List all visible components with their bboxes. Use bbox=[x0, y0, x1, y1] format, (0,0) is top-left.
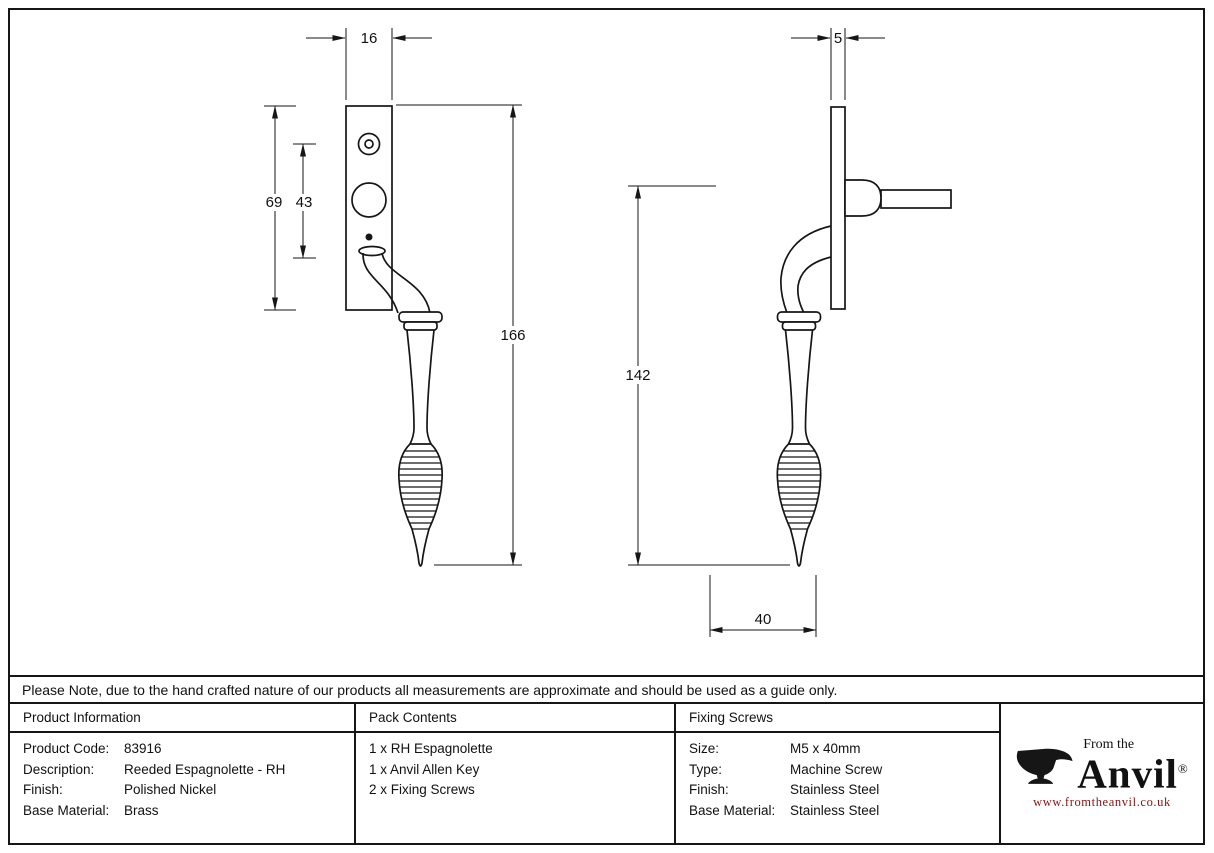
product-information-header: Product Information bbox=[10, 704, 354, 733]
front-view: 16 69 43 bbox=[261, 28, 530, 566]
logo-brand: Anvil® bbox=[1077, 750, 1189, 797]
field-label: Base Material: bbox=[689, 802, 776, 818]
svg-text:5: 5 bbox=[834, 30, 842, 47]
field-label: Product Code: bbox=[23, 741, 110, 756]
svg-text:43: 43 bbox=[296, 194, 313, 211]
dim-front-hole-offset: 43 bbox=[291, 143, 317, 259]
fixing-screws-column: Fixing Screws Size: M5 x 40mm Type: Mach… bbox=[674, 704, 999, 843]
field-label: Finish: bbox=[23, 782, 63, 798]
table-row: Product Code: 83916 bbox=[23, 739, 354, 760]
field-value: Polished Nickel bbox=[124, 782, 217, 798]
logo-tagline: From the bbox=[1083, 736, 1135, 752]
pack-item: 1 x RH Espagnolette bbox=[369, 741, 493, 756]
table-row: Finish: Polished Nickel bbox=[23, 780, 354, 801]
svg-text:40: 40 bbox=[755, 611, 772, 628]
side-spindle bbox=[880, 189, 952, 209]
side-view: 5 142 40 bbox=[621, 28, 952, 637]
dim-front-overall-height: 166 bbox=[396, 104, 530, 566]
table-row: Finish: Stainless Steel bbox=[689, 780, 999, 801]
side-handle bbox=[775, 312, 824, 566]
info-table: Product Information Product Code: 83916 … bbox=[10, 704, 1203, 843]
side-neck bbox=[779, 225, 832, 314]
fixing-screws-header: Fixing Screws bbox=[676, 704, 999, 733]
field-value: Machine Screw bbox=[790, 761, 883, 777]
svg-text:166: 166 bbox=[500, 327, 525, 344]
brand-column: From the Anvil® www.fromtheanvil.co.uk bbox=[999, 704, 1203, 843]
dim-front-plate-height: 69 bbox=[261, 105, 296, 311]
svg-text:142: 142 bbox=[625, 367, 650, 384]
table-row: Base Material: Stainless Steel bbox=[689, 801, 999, 822]
side-spindle-boss bbox=[844, 179, 882, 217]
side-plate bbox=[830, 106, 846, 310]
anvil-icon bbox=[1017, 748, 1073, 784]
field-value: Brass bbox=[124, 802, 159, 818]
table-row: Description: Reeded Espagnolette - RH bbox=[23, 760, 354, 781]
pack-item: 1 x Anvil Allen Key bbox=[369, 761, 480, 777]
spec-sheet: 16 69 43 bbox=[8, 8, 1205, 845]
front-barrel bbox=[351, 182, 387, 218]
field-label: Base Material: bbox=[23, 802, 110, 818]
field-value: Stainless Steel bbox=[790, 802, 880, 818]
field-label: Description: bbox=[23, 761, 95, 777]
dim-side-handle-height: 142 bbox=[621, 185, 790, 566]
front-pin bbox=[365, 233, 373, 241]
product-information-column: Product Information Product Code: 83916 … bbox=[10, 704, 354, 843]
field-value: Reeded Espagnolette - RH bbox=[124, 761, 286, 777]
front-handle bbox=[396, 312, 445, 566]
front-neck-base bbox=[358, 245, 386, 257]
technical-drawing: 16 69 43 bbox=[261, 28, 952, 637]
dim-side-plate-thickness: 5 bbox=[791, 28, 885, 100]
note-text: Please Note, due to the hand crafted nat… bbox=[22, 681, 838, 698]
dim-side-projection: 40 bbox=[709, 575, 817, 637]
logo-website: www.fromtheanvil.co.uk bbox=[1033, 795, 1171, 810]
field-value: M5 x 40mm bbox=[790, 741, 861, 756]
drawing-area: 16 69 43 bbox=[10, 10, 1203, 675]
field-label: Type: bbox=[689, 761, 723, 777]
note-bar: Please Note, due to the hand crafted nat… bbox=[10, 675, 1203, 704]
front-neck bbox=[362, 252, 399, 314]
field-value: 83916 bbox=[124, 741, 162, 756]
pack-contents-column: Pack Contents 1 x RH Espagnolette 1 x An… bbox=[354, 704, 674, 843]
pack-contents-header: Pack Contents bbox=[356, 704, 674, 733]
dim-front-plate-width: 16 bbox=[306, 28, 432, 100]
pack-item: 2 x Fixing Screws bbox=[369, 782, 475, 798]
svg-text:16: 16 bbox=[361, 30, 378, 47]
svg-text:69: 69 bbox=[266, 194, 283, 211]
field-label: Size: bbox=[689, 741, 720, 756]
front-plate bbox=[345, 105, 393, 311]
registered-mark: ® bbox=[1177, 760, 1189, 776]
field-label: Finish: bbox=[689, 782, 729, 798]
table-row: Type: Machine Screw bbox=[689, 760, 999, 781]
front-screw-hole bbox=[357, 132, 381, 156]
field-value: Stainless Steel bbox=[790, 782, 880, 798]
brand-logo: From the Anvil® www.fromtheanvil.co.uk bbox=[1015, 737, 1189, 811]
table-row: Size: M5 x 40mm bbox=[689, 739, 999, 760]
table-row: Base Material: Brass bbox=[23, 801, 354, 822]
